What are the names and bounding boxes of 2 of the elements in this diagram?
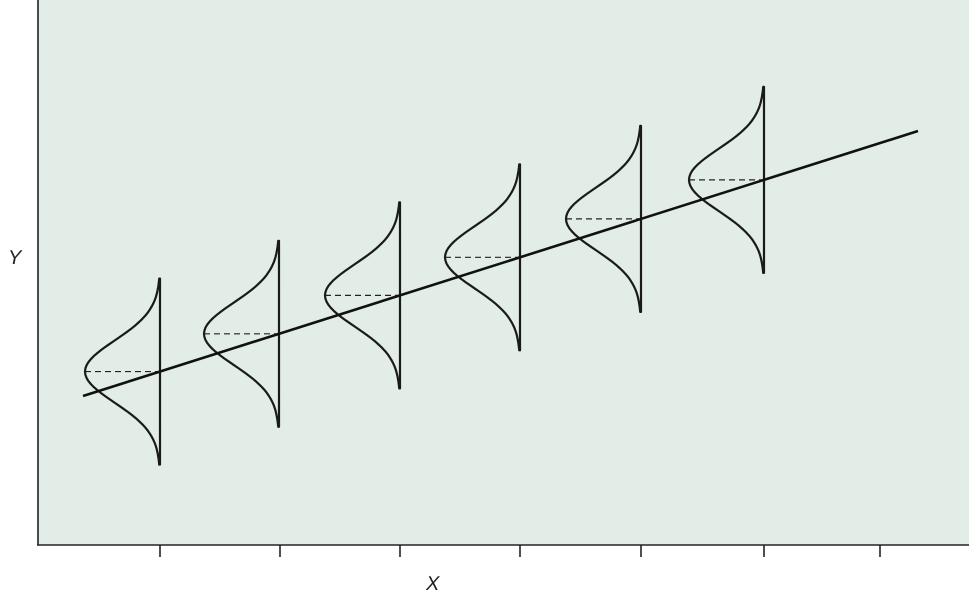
axis-label: X bbox=[426, 574, 440, 594]
axis-label: Y bbox=[8, 248, 22, 268]
